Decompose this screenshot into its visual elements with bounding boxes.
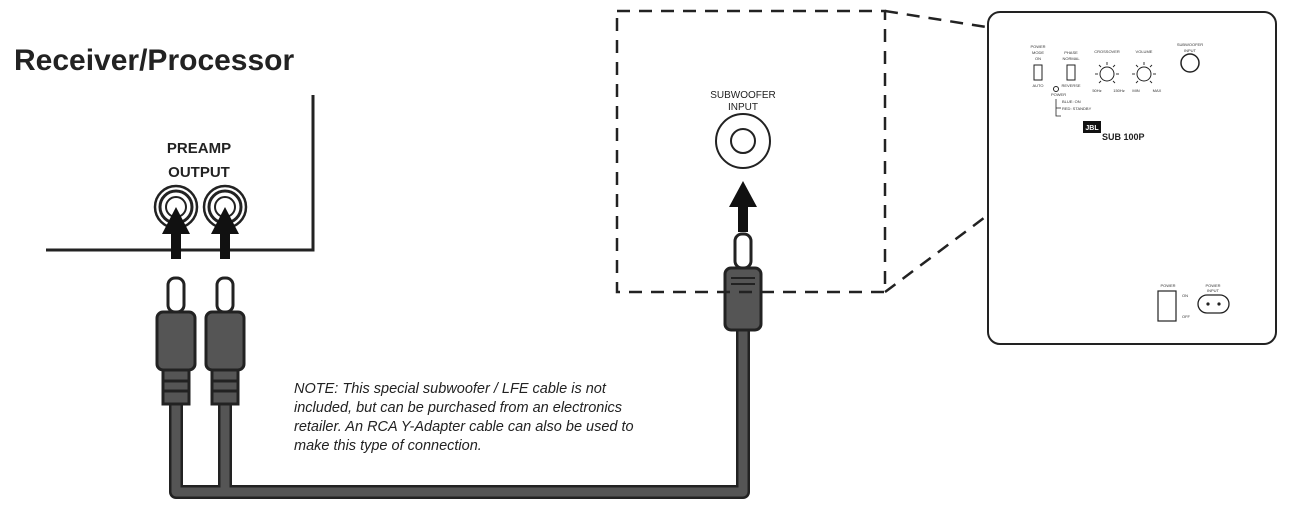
subwoofer-input-label-line2: INPUT [728,102,758,113]
arrow-up-icon [162,207,190,259]
phase-switch[interactable] [1066,64,1076,81]
power-switch-label: POWER [1160,283,1175,288]
note-line2: included, but can be purchased from an e… [294,400,622,416]
power-input-socket [1197,294,1230,314]
volume-knob[interactable] [1132,62,1156,84]
power-led-label: POWER [1051,92,1066,97]
volume-max-label: MAX [1153,88,1162,93]
rca-plug-subwoofer [723,232,763,332]
arrow-up-icon [211,207,239,259]
power-mode-label-line1: POWER [1030,44,1045,49]
arrow-up-icon [729,181,757,232]
power-input-label-line1: POWER [1205,283,1220,288]
power-switch[interactable] [1157,290,1177,322]
power-mode-label-line2: MODE [1032,50,1044,55]
led-blue-label: BLUE: ON [1062,99,1081,104]
power-led-icon [1053,86,1059,92]
panel-sub-input-label-line2: INPUT [1184,48,1197,53]
note-line1: NOTE: This special subwoofer / LFE cable… [294,381,607,397]
phase-label: PHASE [1064,50,1078,55]
receiver-outline [46,95,315,252]
power-mode-on-label: ON [1035,56,1041,61]
rca-plug-left [155,276,197,406]
crossover-label: CROSSOVER [1094,49,1120,54]
preamp-label-line1: PREAMP [167,140,231,157]
rca-plug-right [204,276,246,406]
subwoofer-input-jack [715,113,771,169]
panel-sub-input-jack[interactable] [1180,53,1200,73]
model-label: SUB 100P [1102,132,1145,142]
crossover-min-label: 50Hz [1092,88,1101,93]
volume-min-label: MIN [1132,88,1139,93]
led-red-label: RED: STANDBY [1062,106,1092,111]
power-on-label: ON [1182,293,1188,298]
phase-reverse-label: REVERSE [1061,83,1080,88]
note-line4: make this type of connection. [294,438,482,454]
note-line3: retailer. An RCA Y-Adapter cable can als… [294,419,634,435]
subwoofer-input-label-line1: SUBWOOFER [710,90,776,101]
subwoofer-back-panel [987,11,1277,345]
zoom-box [615,9,887,294]
power-off-label: OFF [1182,314,1191,319]
preamp-label-line2: OUTPUT [168,164,230,181]
power-input-label-line2: INPUT [1207,288,1220,293]
led-legend-lines [1055,99,1061,117]
lfe-cable [171,330,748,497]
crossover-max-label: 150Hz [1113,88,1125,93]
panel-sub-input-label-line1: SUBWOOFER [1177,42,1203,47]
brand-text: JBL [1085,125,1099,132]
power-mode-auto-label: AUTO [1032,83,1043,88]
receiver-title: Receiver/Processor [14,44,295,77]
volume-label: VOLUME [1136,49,1153,54]
brand-logo: JBL [1083,121,1101,133]
crossover-knob[interactable] [1095,62,1119,84]
phase-normal-label: NORMAL [1062,56,1080,61]
power-mode-switch[interactable] [1033,64,1043,81]
